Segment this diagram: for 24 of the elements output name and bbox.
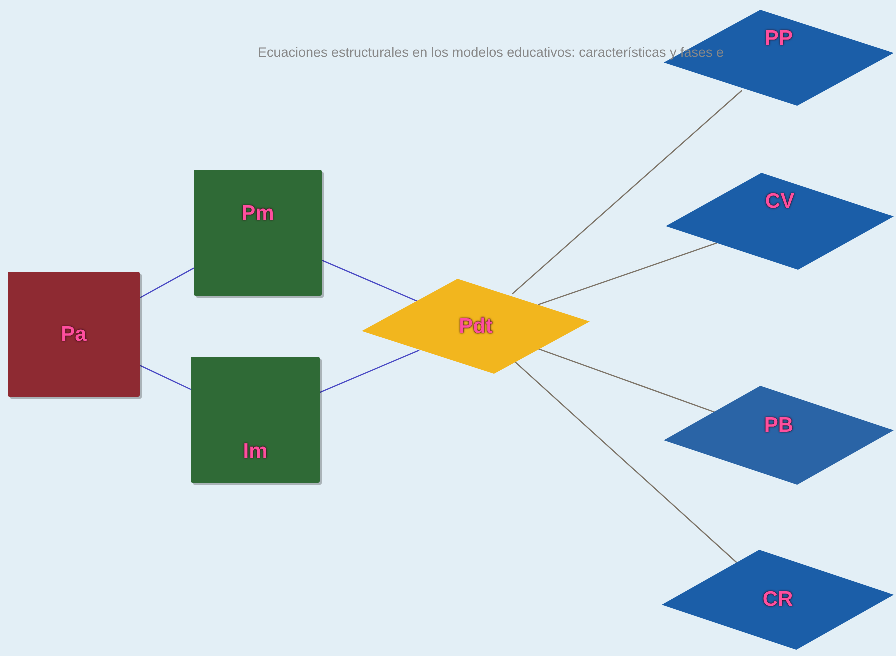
connector-line: [512, 90, 743, 295]
connector-line: [140, 268, 194, 299]
node-label: PB: [764, 414, 794, 438]
header-text: Ecuaciones estructurales en los modelos educativos: características y fases e: [258, 45, 724, 60]
node-label: CR: [762, 588, 794, 612]
diamond-shape: [664, 10, 894, 106]
node-label: Pa: [61, 322, 87, 346]
connector-line: [536, 348, 717, 414]
connector-line: [322, 260, 420, 303]
node-label: PP: [764, 26, 793, 51]
node-label: Pdt: [459, 314, 493, 338]
node-label: CV: [765, 190, 795, 214]
diamond-shape: [664, 386, 894, 485]
diamond-shape: [362, 279, 590, 374]
node-label: Pm: [242, 202, 274, 226]
connector-line: [538, 242, 718, 306]
square-block: [8, 272, 140, 397]
connector-line: [140, 365, 192, 390]
diamond-shape: [662, 550, 894, 650]
square-block: [194, 170, 322, 296]
diamond-shape: [666, 173, 894, 270]
node-label: Im: [243, 440, 268, 464]
square-block: [191, 357, 320, 483]
connector-line: [320, 350, 420, 394]
